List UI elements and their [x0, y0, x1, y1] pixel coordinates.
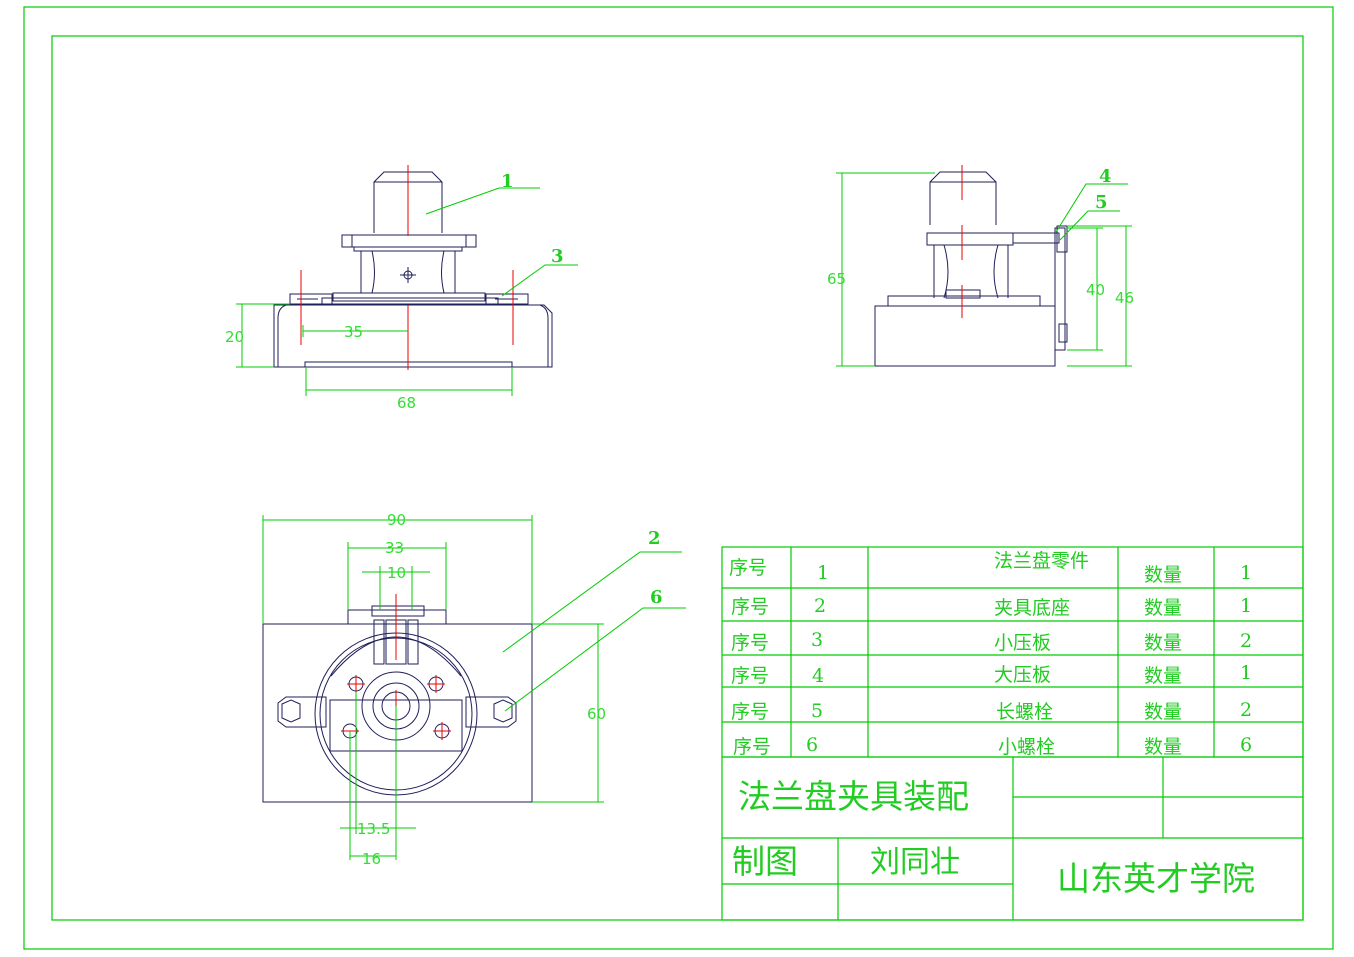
bom-qty: 6	[1240, 734, 1252, 756]
bom-qty: 2	[1240, 630, 1252, 652]
bom-seq-label: 序号	[731, 632, 769, 654]
dim-40: 40	[1086, 281, 1105, 299]
bom-seq: 3	[811, 629, 823, 651]
top-view	[262, 605, 533, 803]
drawing-title: 法兰盘夹具装配	[738, 777, 969, 816]
drawn-label: 制图	[732, 842, 798, 881]
bom-qty-label: 数量	[1144, 736, 1182, 758]
front-view-dimlines	[236, 187, 578, 396]
bom-seq: 4	[812, 665, 824, 687]
bom-table-grid	[721, 546, 1304, 758]
bom-row: 序号 1 法兰盘零件 数量 1	[729, 550, 1252, 586]
outer-frame	[23, 6, 1334, 950]
side-view	[874, 171, 1068, 367]
balloon-2: 2	[648, 528, 661, 549]
bom-name: 长螺栓	[996, 701, 1053, 723]
bom-seq: 6	[806, 734, 818, 756]
front-view-centerlines	[300, 165, 514, 370]
bom-seq-label: 序号	[731, 665, 769, 687]
bom-rows: 序号 1 法兰盘零件 数量 1 序号 2 夹具底座 数量 1 序号 3 小压板 …	[729, 550, 1252, 758]
bom-seq-label: 序号	[729, 557, 767, 579]
dim-20: 20	[225, 328, 244, 346]
dim-13-5: 13.5	[357, 820, 390, 838]
bom-seq: 5	[811, 700, 823, 722]
bom-seq-label: 序号	[731, 596, 769, 618]
inner-frame	[51, 35, 1304, 921]
front-view-pin	[400, 267, 416, 283]
balloon-5: 5	[1095, 192, 1108, 213]
bom-name: 小螺栓	[998, 736, 1055, 758]
bom-qty-label: 数量	[1144, 701, 1182, 723]
bom-row: 序号 5 长螺栓 数量 2	[731, 699, 1252, 723]
bom-qty-label: 数量	[1144, 665, 1182, 687]
balloon-6: 6	[650, 587, 663, 608]
front-view	[273, 171, 553, 368]
dim-46: 46	[1115, 289, 1134, 307]
dim-35: 35	[344, 323, 363, 341]
bom-seq: 2	[814, 595, 826, 617]
bom-qty-label: 数量	[1144, 597, 1182, 619]
bom-seq-label: 序号	[731, 701, 769, 723]
bom-name: 夹具底座	[994, 597, 1070, 619]
bom-qty: 1	[1240, 595, 1252, 617]
bom-row: 序号 3 小压板 数量 2	[731, 629, 1252, 654]
dim-90: 90	[387, 511, 406, 529]
dim-16: 16	[362, 850, 381, 868]
bom-seq-label: 序号	[733, 736, 771, 758]
bom-name: 法兰盘零件	[994, 550, 1089, 572]
bom-seq: 1	[817, 562, 829, 584]
top-view-dimlines	[262, 515, 686, 860]
bom-qty: 1	[1240, 662, 1252, 684]
bom-qty: 1	[1240, 562, 1252, 584]
side-view-dimlines	[836, 172, 1132, 367]
bom-qty-label: 数量	[1144, 564, 1182, 586]
balloon-1: 1	[501, 171, 514, 192]
dim-68: 68	[397, 394, 416, 412]
dim-33: 33	[385, 539, 404, 557]
bom-row: 序号 6 小螺栓 数量 6	[733, 734, 1252, 758]
drawn-by: 刘同壮	[870, 845, 960, 880]
bom-name: 小压板	[994, 632, 1051, 654]
school-name: 山东英才学院	[1057, 859, 1255, 898]
dim-60: 60	[587, 705, 606, 723]
title-block-grid	[721, 756, 1304, 921]
balloon-3: 3	[551, 246, 564, 267]
bom-qty-label: 数量	[1144, 632, 1182, 654]
bom-qty: 2	[1240, 699, 1252, 721]
balloon-4: 4	[1099, 166, 1112, 187]
bom-row: 序号 4 大压板 数量 1	[731, 662, 1252, 687]
dim-10: 10	[387, 564, 406, 582]
dim-65: 65	[827, 270, 846, 288]
bom-name: 大压板	[994, 664, 1051, 686]
bom-row: 序号 2 夹具底座 数量 1	[731, 595, 1252, 619]
